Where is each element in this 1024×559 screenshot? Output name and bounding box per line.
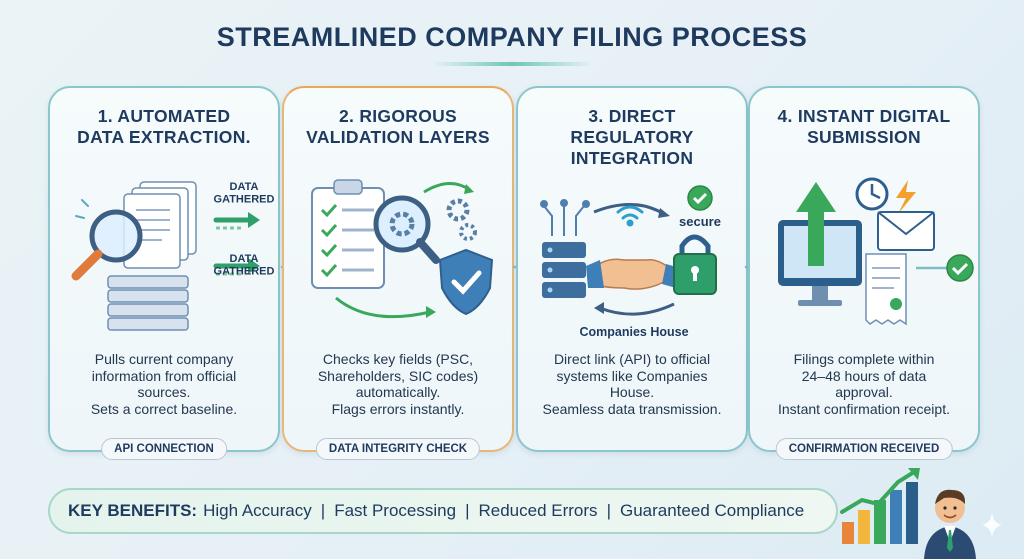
sparkle-lines (75, 199, 89, 219)
key-benefits-label: KEY BENEFITS: (68, 501, 198, 520)
magnifier-icon (71, 209, 143, 281)
sparkle-icon (982, 512, 1002, 538)
benefit-item: Fast Processing (334, 501, 457, 520)
cycle-arrow-icon (593, 202, 665, 216)
step-2-badge: DATA INTEGRITY CHECK (315, 438, 481, 460)
bar-chart-icon (842, 482, 918, 544)
page-title: STREAMLINED COMPANY FILING PROCESS (216, 22, 808, 52)
arrow-right-icon (213, 212, 260, 230)
step-4-description: Filings complete within 24–48 hours of d… (778, 351, 950, 417)
growth-chart-businessman-illustration (840, 468, 976, 559)
cycle-arrow-icon (423, 182, 471, 194)
step-3-title: 3. DIRECT REGULATORY INTEGRATION (570, 106, 694, 168)
step-3-description: Direct link (API) to official systems li… (542, 351, 722, 417)
benefit-item: Reduced Errors (478, 501, 598, 520)
benefit-item: Guaranteed Compliance (619, 501, 805, 520)
step-card-4: 4. INSTANT DIGITAL SUBMISSION (748, 86, 980, 460)
benefit-separator: | (465, 501, 470, 520)
lightning-icon (896, 180, 916, 214)
benefit-separator: | (320, 501, 326, 520)
envelope-icon (877, 211, 935, 251)
label-companies-house: Companies House (579, 325, 688, 339)
magnifier-gear-icon (373, 195, 440, 264)
clipboard-checklist-icon (311, 179, 385, 289)
step-card-1: 1. AUTOMATED DATA EXTRACTION. (48, 86, 280, 460)
step-2-title: 2. RIGOROUS VALIDATION LAYERS (306, 106, 490, 147)
step-2-description: Checks key fields (PSC, Shareholders, SI… (317, 351, 479, 417)
arrow-right-icon (213, 258, 260, 276)
step-1-description: Pulls current company information from o… (90, 351, 238, 417)
regulatory-integration-illustration: secure Companies House (540, 185, 721, 339)
server-icon (542, 242, 586, 298)
trend-arrow-icon (840, 470, 916, 514)
title-underline (432, 62, 592, 66)
check-circle-icon (687, 185, 713, 211)
circuit-lines (540, 199, 590, 236)
step-1-title: 1. AUTOMATED DATA EXTRACTION. (77, 106, 251, 147)
cycle-arrow-icon (599, 302, 675, 316)
server-stack-icon (107, 275, 189, 331)
cycle-arrow-icon (335, 296, 431, 319)
gear-icon (446, 198, 477, 241)
check-circle-icon (946, 254, 974, 282)
receipt-icon (865, 253, 907, 326)
shield-check-icon (438, 248, 494, 316)
lock-icon (673, 234, 717, 295)
step-1-badge: API CONNECTION (101, 438, 227, 460)
digital-submission-illustration (778, 177, 974, 326)
step-4-badge: CONFIRMATION RECEIVED (775, 438, 953, 460)
benefit-item: High Accuracy (203, 501, 312, 520)
clock-icon (855, 177, 889, 211)
step-card-2: 2. RIGOROUS VALIDATION LAYERS (282, 86, 514, 460)
validation-illustration (311, 179, 494, 319)
benefit-separator: | (606, 501, 611, 520)
wifi-icon (616, 205, 644, 227)
businessman-icon (924, 489, 976, 559)
step-4-title: 4. INSTANT DIGITAL SUBMISSION (777, 106, 951, 147)
label-secure: secure (679, 214, 721, 229)
upload-arrow-icon (796, 182, 836, 266)
key-benefits-bar: KEY BENEFITS: High Accuracy | Fast Proce… (48, 488, 838, 534)
step-card-3: 3. DIRECT REGULATORY INTEGRATION (516, 86, 748, 452)
handshake-icon (586, 258, 680, 290)
